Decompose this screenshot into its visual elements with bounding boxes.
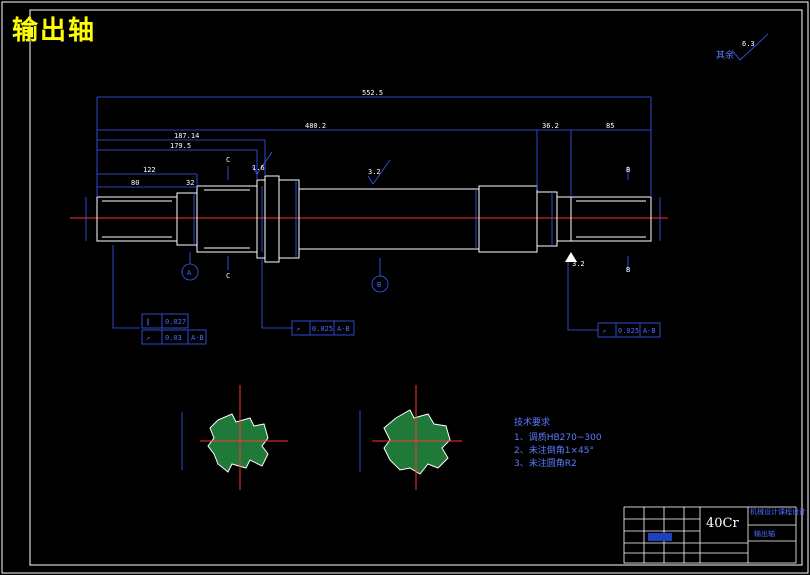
dimension-lines — [85, 33, 769, 331]
title-block — [623, 506, 797, 564]
tech-req-heading: 技术要求 — [514, 416, 550, 428]
tol-4-value: 0.025 — [618, 327, 639, 335]
tol-4-symbol: ↗ — [602, 327, 606, 335]
datum-a-label: A — [187, 269, 192, 277]
dim-179: 179.5 — [170, 142, 191, 150]
dim-480: 480.2 — [305, 122, 326, 130]
section-view-c — [181, 385, 288, 490]
tech-req-item-2: 2、未注倒角1×45° — [514, 444, 594, 456]
tol-3-datum: A-B — [337, 325, 350, 333]
datum-markers — [181, 263, 389, 293]
roughness-1: 1.6 — [252, 164, 265, 172]
section-b-bottom: B — [626, 266, 630, 274]
dim-122: 122 — [143, 166, 156, 174]
tol-3-symbol: ↗ — [296, 325, 300, 333]
title-block-fill — [648, 533, 672, 541]
roughness-note: 其余 — [716, 49, 734, 61]
drawing-title: 输出轴 — [12, 16, 97, 46]
shaft-profile — [96, 175, 652, 263]
datum-b-label: B — [377, 281, 381, 289]
tol-2-datum: A-B — [191, 334, 204, 342]
tech-req-item-3: 3、未注圆角R2 — [514, 457, 577, 469]
tech-req-item-1: 1、调质HB270~300 — [514, 431, 602, 443]
datum-triangle — [565, 252, 577, 262]
material-label: 40Cr — [706, 516, 739, 531]
tol-3-value: 0.025 — [312, 325, 333, 333]
dim-80: 80 — [131, 179, 139, 187]
dim-total: 552.5 — [362, 89, 383, 97]
tol-1-symbol: ∥ — [146, 318, 150, 326]
dim-187: 187.14 — [174, 132, 199, 140]
section-c-bottom: C — [226, 272, 230, 280]
inner-frame — [29, 9, 803, 566]
tol-1-value: 0.027 — [165, 318, 186, 326]
section-view-b — [359, 385, 462, 490]
roughness-3: 3.2 — [572, 260, 585, 268]
tol-4-datum: A-B — [643, 327, 656, 335]
tol-2-symbol: ↗ — [146, 334, 150, 342]
dim-85: 85 — [606, 122, 614, 130]
roughness-other: 6.3 — [742, 40, 755, 48]
dim-32: 32 — [186, 179, 194, 187]
tol-2-value: 0.03 — [165, 334, 182, 342]
section-c-top: C — [226, 156, 230, 164]
drawing-name: 输出轴 — [754, 529, 775, 538]
school-label: 机械设计课程设计 — [750, 507, 806, 516]
section-b-top: B — [626, 166, 630, 174]
roughness-2: 3.2 — [368, 168, 381, 176]
dim-36: 36.2 — [542, 122, 559, 130]
tolerance-frames — [141, 313, 661, 345]
